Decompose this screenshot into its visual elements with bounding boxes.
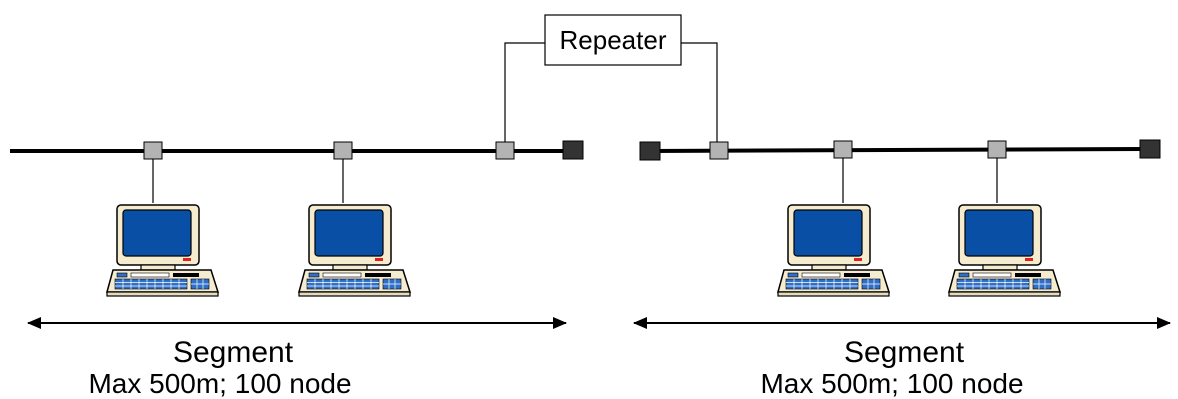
repeater-label: Repeater [560, 25, 667, 55]
segment-2-spec: Max 500m; 100 node [760, 368, 1023, 399]
desktop-computer-icon [777, 204, 890, 297]
segment-2-cable [649, 147, 1151, 153]
transceiver-tap-icon [987, 140, 1007, 159]
terminator-icon [562, 140, 584, 160]
repeater-link-right [681, 42, 718, 142]
terminator-icon [1139, 139, 1161, 159]
segment-1-spec: Max 500m; 100 node [88, 368, 351, 399]
segment-2-title: Segment [844, 336, 965, 369]
repeater-box [544, 14, 682, 66]
repeater-link-left [504, 42, 545, 142]
repeater-tap-right-icon [709, 141, 729, 160]
transceiver-tap-icon [333, 141, 353, 160]
desktop-computer-icon [298, 204, 411, 297]
terminator-icon [639, 141, 661, 161]
repeater-tap-left-icon [495, 141, 515, 160]
desktop-computer-icon [106, 204, 219, 297]
transceiver-tap-icon [143, 141, 163, 160]
desktop-computer-icon [948, 204, 1061, 297]
segment-1-title: Segment [173, 336, 294, 369]
transceiver-tap-icon [833, 140, 853, 159]
